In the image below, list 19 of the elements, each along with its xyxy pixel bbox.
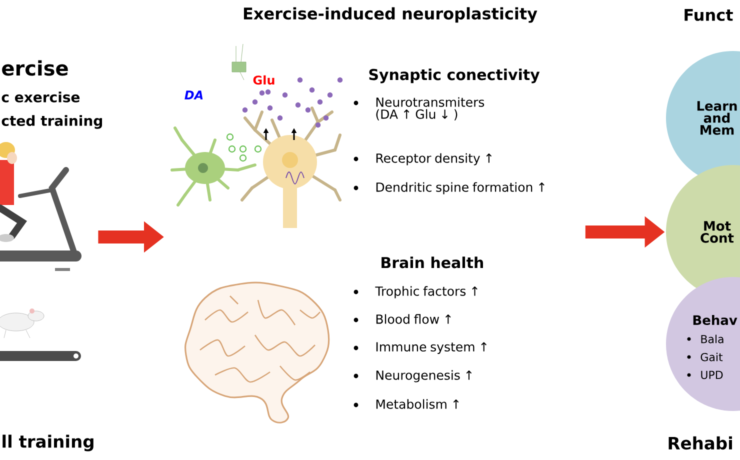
list-text: c exercise [2, 92, 80, 102]
section-heading: ercise [2, 60, 68, 76]
molecule-label: Glu [253, 75, 274, 85]
bullet-item: Trophic factors ↑ [375, 286, 478, 298]
bullet-item: Blood flow ↑ [376, 314, 451, 324]
bottom-heading: ll training [2, 434, 94, 452]
list-text: cted training [2, 115, 102, 129]
bullet-item: Neurotransmiters (DA ↑ Glu ↓ ) [376, 97, 484, 120]
bottom-heading: Rehabi [668, 436, 732, 450]
column-heading: Funct [684, 9, 733, 21]
bullet-item: Dendritic spine formation ↑ [376, 182, 544, 194]
section-heading: Synaptic conectivity [369, 68, 540, 84]
bullet-item: Immune system ↑ [376, 342, 487, 354]
column-heading: Exercise-induced neuroplasticity [244, 7, 538, 23]
section-heading: Brain health [382, 256, 483, 268]
bullet-item: Neurogenesis ↑ [376, 370, 472, 382]
molecule-label: DA [184, 90, 203, 100]
bullet-item: Receptor density ↑ [376, 153, 492, 166]
bullet-item: Metabolism ↑ [376, 399, 459, 409]
